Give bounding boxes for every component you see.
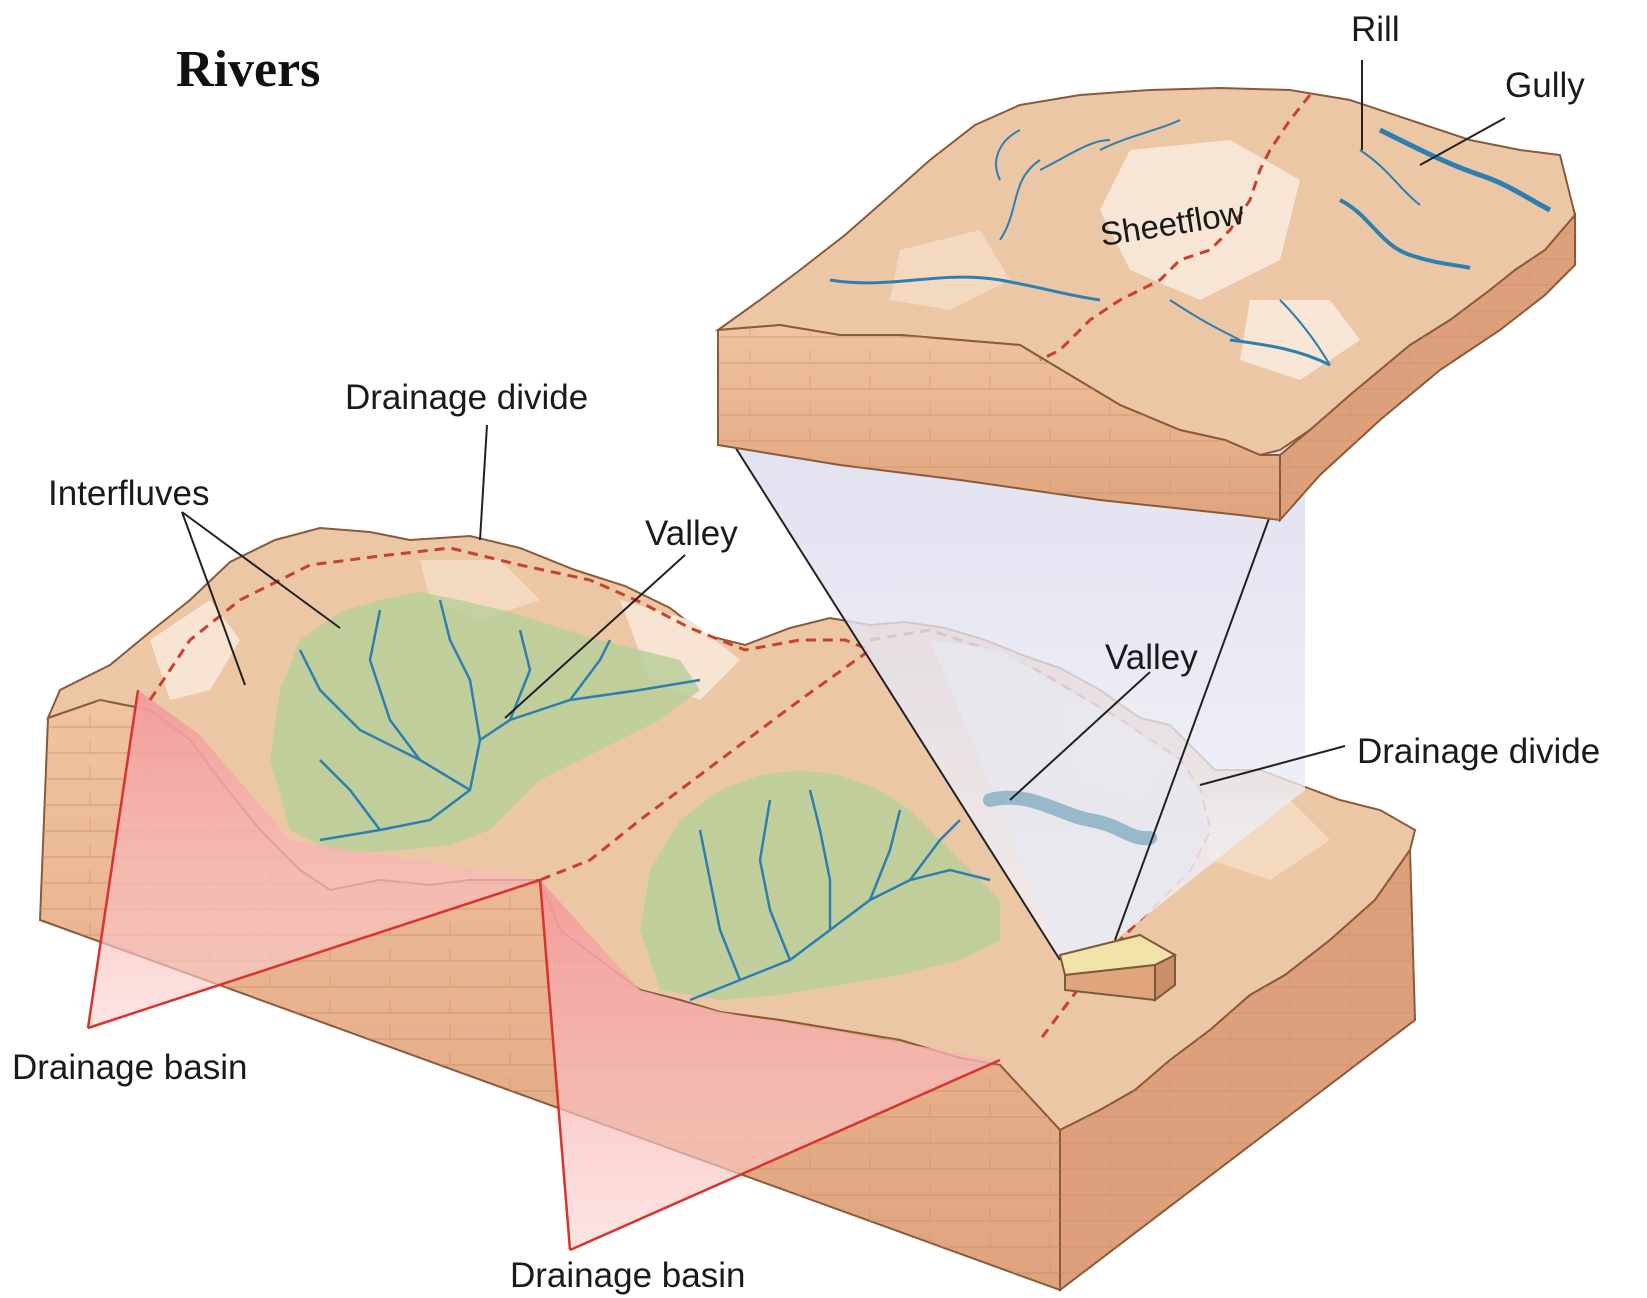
- label-valley-right: Valley: [1105, 640, 1198, 675]
- label-drainage-divide-right: Drainage divide: [1357, 734, 1600, 769]
- inset-landscape-block: [718, 88, 1575, 520]
- label-rill: Rill: [1351, 12, 1400, 47]
- label-drainage-basin-bottom: Drainage basin: [510, 1258, 745, 1293]
- label-interfluves: Interfluves: [48, 476, 209, 511]
- label-valley-main: Valley: [645, 516, 738, 551]
- label-drainage-basin-left: Drainage basin: [12, 1050, 247, 1085]
- leader-drainage-divide-top: [480, 425, 487, 540]
- page-title: Rivers: [176, 44, 320, 96]
- label-drainage-divide-top: Drainage divide: [345, 380, 588, 415]
- label-gully: Gully: [1505, 68, 1585, 103]
